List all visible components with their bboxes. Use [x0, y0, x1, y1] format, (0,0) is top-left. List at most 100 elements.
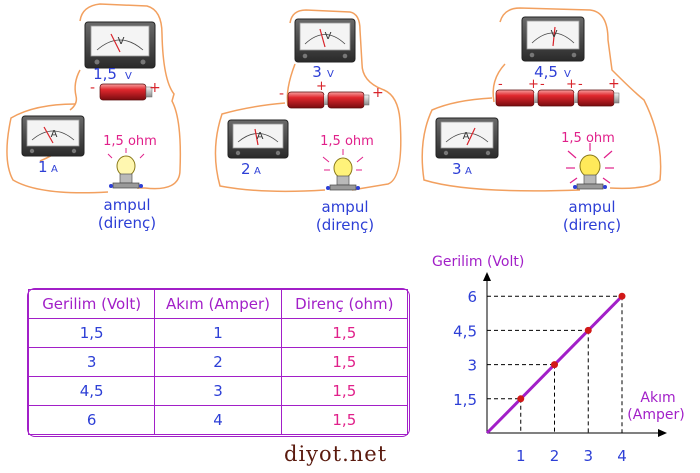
lightbulb-icon: [322, 149, 364, 191]
x-axis-label: (Amper): [627, 407, 684, 423]
ammeter-symbol: A: [463, 131, 470, 142]
wire: [286, 63, 296, 107]
ammeter-reading: 3: [452, 160, 462, 178]
ammeter-symbol: A: [51, 129, 58, 140]
resistance-label: 1,5 ohm: [103, 134, 157, 149]
lightbulb-icon: [566, 143, 614, 190]
battery-plus: +: [372, 85, 384, 101]
wire: [69, 69, 81, 111]
cell-resistance: 1,5: [280, 376, 409, 406]
battery-minus: -: [279, 86, 284, 102]
cell-current: 2: [154, 347, 282, 377]
table-row: 1,5 1 1,5: [27, 318, 409, 348]
ammeter-symbol: A: [257, 131, 264, 142]
ammeter: A: [21, 115, 85, 157]
wire: [6, 103, 109, 194]
ammeter: A: [435, 117, 499, 159]
bulb-label: ampul: [569, 198, 616, 216]
battery: [287, 91, 370, 109]
cell-voltage: 3: [27, 347, 156, 377]
table-row: 6 4 1,5: [27, 405, 409, 435]
voltmeter: V: [84, 21, 156, 69]
battery-plus: +: [316, 79, 327, 94]
resistance-label: 1,5 ohm: [561, 131, 615, 146]
bulb-sublabel: (direnç): [563, 216, 621, 234]
data-point: [618, 292, 626, 300]
voltmeter-symbol: V: [325, 31, 332, 42]
resistance-label: 1,5 ohm: [320, 134, 374, 149]
cell-resistance: 1,5: [280, 347, 409, 377]
table-header-row: Gerilim (Volt) Akım (Amper) Direnç (ohm): [27, 289, 409, 319]
battery: [495, 89, 620, 107]
ammeter-unit: A: [51, 164, 58, 175]
bulb-sublabel: (direnç): [98, 214, 156, 232]
circuit-2: V 3 V - + + A 2 A 1,5 ohm: [214, 9, 402, 234]
y-tick-label: 4,5: [453, 322, 477, 340]
wire: [289, 9, 402, 191]
x-tick-label: 2: [550, 447, 560, 465]
voltage-current-graph: Gerilim (Volt) Akım (Amper) 1 2 3 4 1,5 3 4,5 6: [432, 254, 685, 465]
ohm-law-table: Gerilim (Volt) Akım (Amper) Direnç (ohm)…: [27, 289, 409, 435]
voltmeter-unit: V: [564, 69, 571, 80]
battery-minus: -: [540, 77, 545, 92]
bulb-label: ampul: [104, 196, 151, 214]
data-point: [584, 326, 592, 334]
x-axis-label: Akım: [640, 390, 675, 406]
table-row: 4,5 3 1,5: [27, 376, 409, 406]
battery-minus: -: [90, 80, 95, 96]
voltmeter-unit: V: [125, 71, 132, 82]
voltmeter: V: [521, 16, 585, 62]
y-tick-label: 1,5: [453, 391, 477, 409]
voltmeter: V: [294, 18, 356, 63]
battery-plus: +: [149, 80, 161, 96]
table-row: 3 2 1,5: [27, 347, 409, 377]
cell-resistance: 1,5: [280, 405, 409, 435]
circuit-3: V 4,5 V - + - + - + A 3 A 1,5 ohm: [421, 7, 662, 234]
battery-plus: +: [528, 77, 539, 92]
x-tick-label: 4: [617, 447, 627, 465]
battery-minus: -: [578, 77, 583, 92]
bulb-sublabel: (direnç): [316, 216, 374, 234]
battery-plus: +: [566, 77, 577, 92]
wire: [421, 97, 581, 192]
header-current: Akım (Amper): [154, 289, 282, 319]
header-resistance: Direnç (ohm): [280, 289, 409, 319]
wire: [492, 63, 506, 103]
ammeter-unit: A: [465, 166, 472, 177]
cell-current: 1: [154, 318, 282, 348]
battery-plus: +: [608, 76, 620, 92]
x-tick-label: 1: [516, 447, 526, 465]
data-point: [517, 395, 525, 403]
header-voltage: Gerilim (Volt): [27, 289, 156, 319]
battery: [99, 83, 153, 101]
voltmeter-symbol: V: [118, 36, 125, 47]
cell-resistance: 1,5: [280, 318, 409, 348]
ammeter: A: [227, 119, 289, 159]
cell-voltage: 4,5: [27, 376, 156, 406]
voltmeter-reading: 1,5: [93, 65, 117, 83]
cell-current: 3: [154, 376, 282, 406]
x-tick-label: 3: [583, 447, 593, 465]
voltmeter-symbol: V: [551, 29, 558, 40]
y-tick-label: 6: [467, 288, 477, 306]
cell-voltage: 1,5: [27, 318, 156, 348]
x-axis-arrow: [658, 429, 667, 437]
y-axis-label: Gerilim (Volt): [432, 254, 524, 270]
cell-current: 4: [154, 405, 282, 435]
y-tick-label: 3: [467, 357, 477, 375]
wire: [214, 102, 326, 193]
ammeter-unit: A: [254, 166, 261, 177]
voltmeter-unit: V: [327, 69, 334, 80]
data-point: [551, 361, 558, 369]
circuit-1: V 1,5 V - + A 1 A 1,5 ohm: [6, 3, 182, 232]
lightbulb-icon: [107, 148, 145, 189]
ammeter-reading: 2: [241, 160, 251, 178]
battery-minus: -: [498, 77, 503, 92]
wire: [79, 3, 182, 190]
cell-voltage: 6: [27, 405, 156, 435]
y-axis-arrow: [483, 272, 491, 281]
voltmeter-reading: 3: [312, 63, 322, 81]
ammeter-reading: 1: [38, 158, 48, 176]
voltmeter-reading: 4,5: [534, 63, 558, 81]
